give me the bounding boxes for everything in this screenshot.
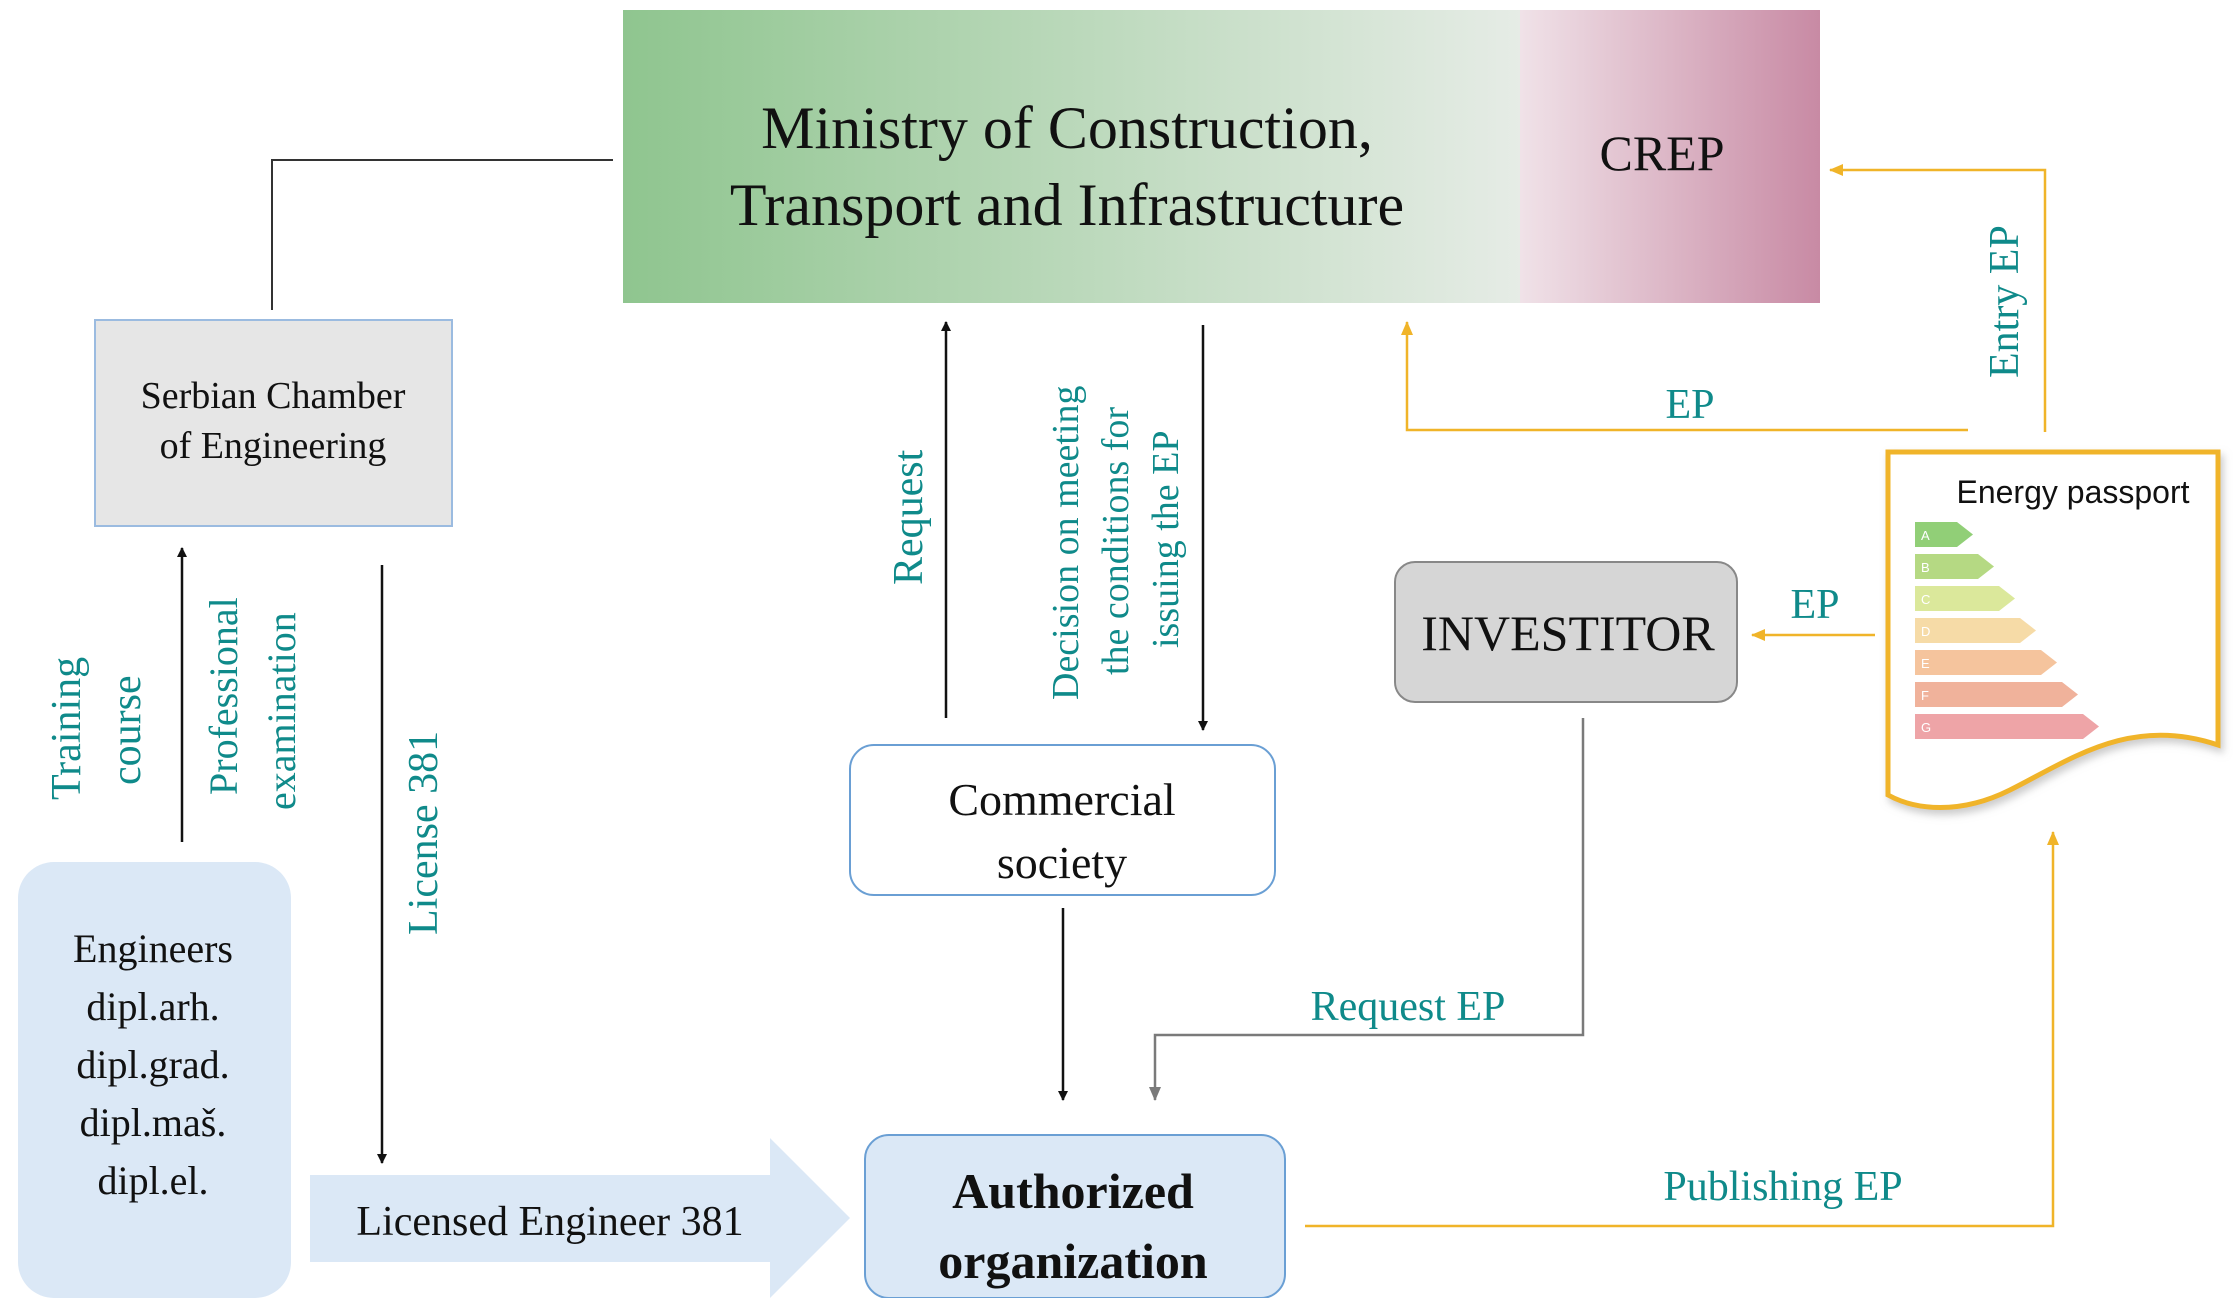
authorized-line1: Authorized — [952, 1163, 1194, 1219]
crep-label: CREP — [1599, 125, 1724, 181]
request-label: Request — [886, 449, 932, 585]
energy-class-bar-c — [1915, 586, 2015, 611]
license-label: License 381 — [401, 731, 447, 935]
authorized-organization-box: Authorized organization — [864, 1134, 1286, 1299]
energy-passport-title: Energy passport — [1956, 474, 2189, 510]
licensed-engineer-arrow: Licensed Engineer 381 — [310, 1138, 850, 1298]
request-ep-arrow — [1149, 718, 1585, 1101]
engineers-line-4: dipl.el. — [97, 1158, 208, 1203]
chamber-box: Serbian Chamber of Engineering — [94, 319, 453, 527]
entry-ep-arrow — [1829, 164, 2047, 432]
ministry-box: Ministry of Construction, Transport and … — [623, 10, 1523, 303]
energy-class-bar-e — [1915, 650, 2057, 675]
energy-class-label-b: B — [1921, 560, 1930, 575]
energy-class-bar-d — [1915, 618, 2036, 643]
ep-mid-label: EP — [1790, 582, 1839, 628]
authorized-line2: organization — [938, 1233, 1208, 1289]
training-label-line2: course — [104, 675, 150, 785]
energy-class-label-e: E — [1921, 656, 1930, 671]
decision-label-line2: the conditions for — [1095, 407, 1137, 675]
chamber-line1: Serbian Chamber — [141, 375, 406, 417]
commercial-line1: Commercial — [948, 774, 1175, 825]
energy-class-bar-a — [1915, 522, 1973, 547]
chamber-line2: of Engineering — [160, 425, 387, 467]
energy-class-label-g: G — [1921, 720, 1931, 735]
investitor-label: INVESTITOR — [1421, 605, 1715, 661]
energy-class-bar-f — [1915, 682, 2078, 707]
engineers-box: Engineers dipl.arh. dipl.grad. dipl.maš.… — [18, 862, 291, 1298]
request-ep-label: Request EP — [1311, 984, 1506, 1030]
ministry-title-line2: Transport and Infrastructure — [730, 172, 1404, 238]
energy-passport-document: Energy passport A B C D E F G — [1885, 449, 2221, 810]
energy-class-label-f: F — [1921, 688, 1929, 703]
energy-class-label-a: A — [1921, 528, 1930, 543]
engineers-line-1: dipl.arh. — [86, 984, 219, 1029]
energy-class-bar-g — [1915, 714, 2099, 739]
energy-class-bar-b — [1915, 554, 1994, 579]
licensed-engineer-label: Licensed Engineer 381 — [356, 1199, 743, 1245]
engineers-line-0: Engineers — [73, 926, 233, 971]
publishing-ep-label: Publishing EP — [1663, 1164, 1902, 1210]
investitor-box: INVESTITOR — [1394, 561, 1738, 703]
decision-label-line3: issuing the EP — [1145, 431, 1187, 648]
publishing-ep-arrow — [1305, 831, 2059, 1228]
training-label-line1: Training — [44, 657, 90, 800]
ep-to-ministry-arrow — [1401, 321, 1968, 432]
professional-label-line1: Professional — [201, 597, 246, 795]
decision-label-line1: Decision on meeting — [1045, 386, 1087, 700]
ministry-title-line1: Ministry of Construction, — [761, 95, 1373, 161]
energy-class-label-c: C — [1921, 592, 1930, 607]
crep-box: CREP — [1520, 10, 1820, 303]
commercial-line2: society — [997, 837, 1127, 888]
ep-top-label: EP — [1665, 382, 1714, 428]
energy-class-bars: A B C D E F G — [1915, 522, 2099, 739]
engineers-line-2: dipl.grad. — [76, 1042, 229, 1087]
commercial-society-box: Commercial society — [849, 744, 1276, 896]
energy-class-label-d: D — [1921, 624, 1930, 639]
entry-ep-label: Entry EP — [1982, 225, 2028, 378]
engineers-line-3: dipl.maš. — [80, 1100, 227, 1145]
ministry-chamber-connector — [271, 159, 613, 310]
professional-label-line2: examination — [259, 612, 304, 810]
